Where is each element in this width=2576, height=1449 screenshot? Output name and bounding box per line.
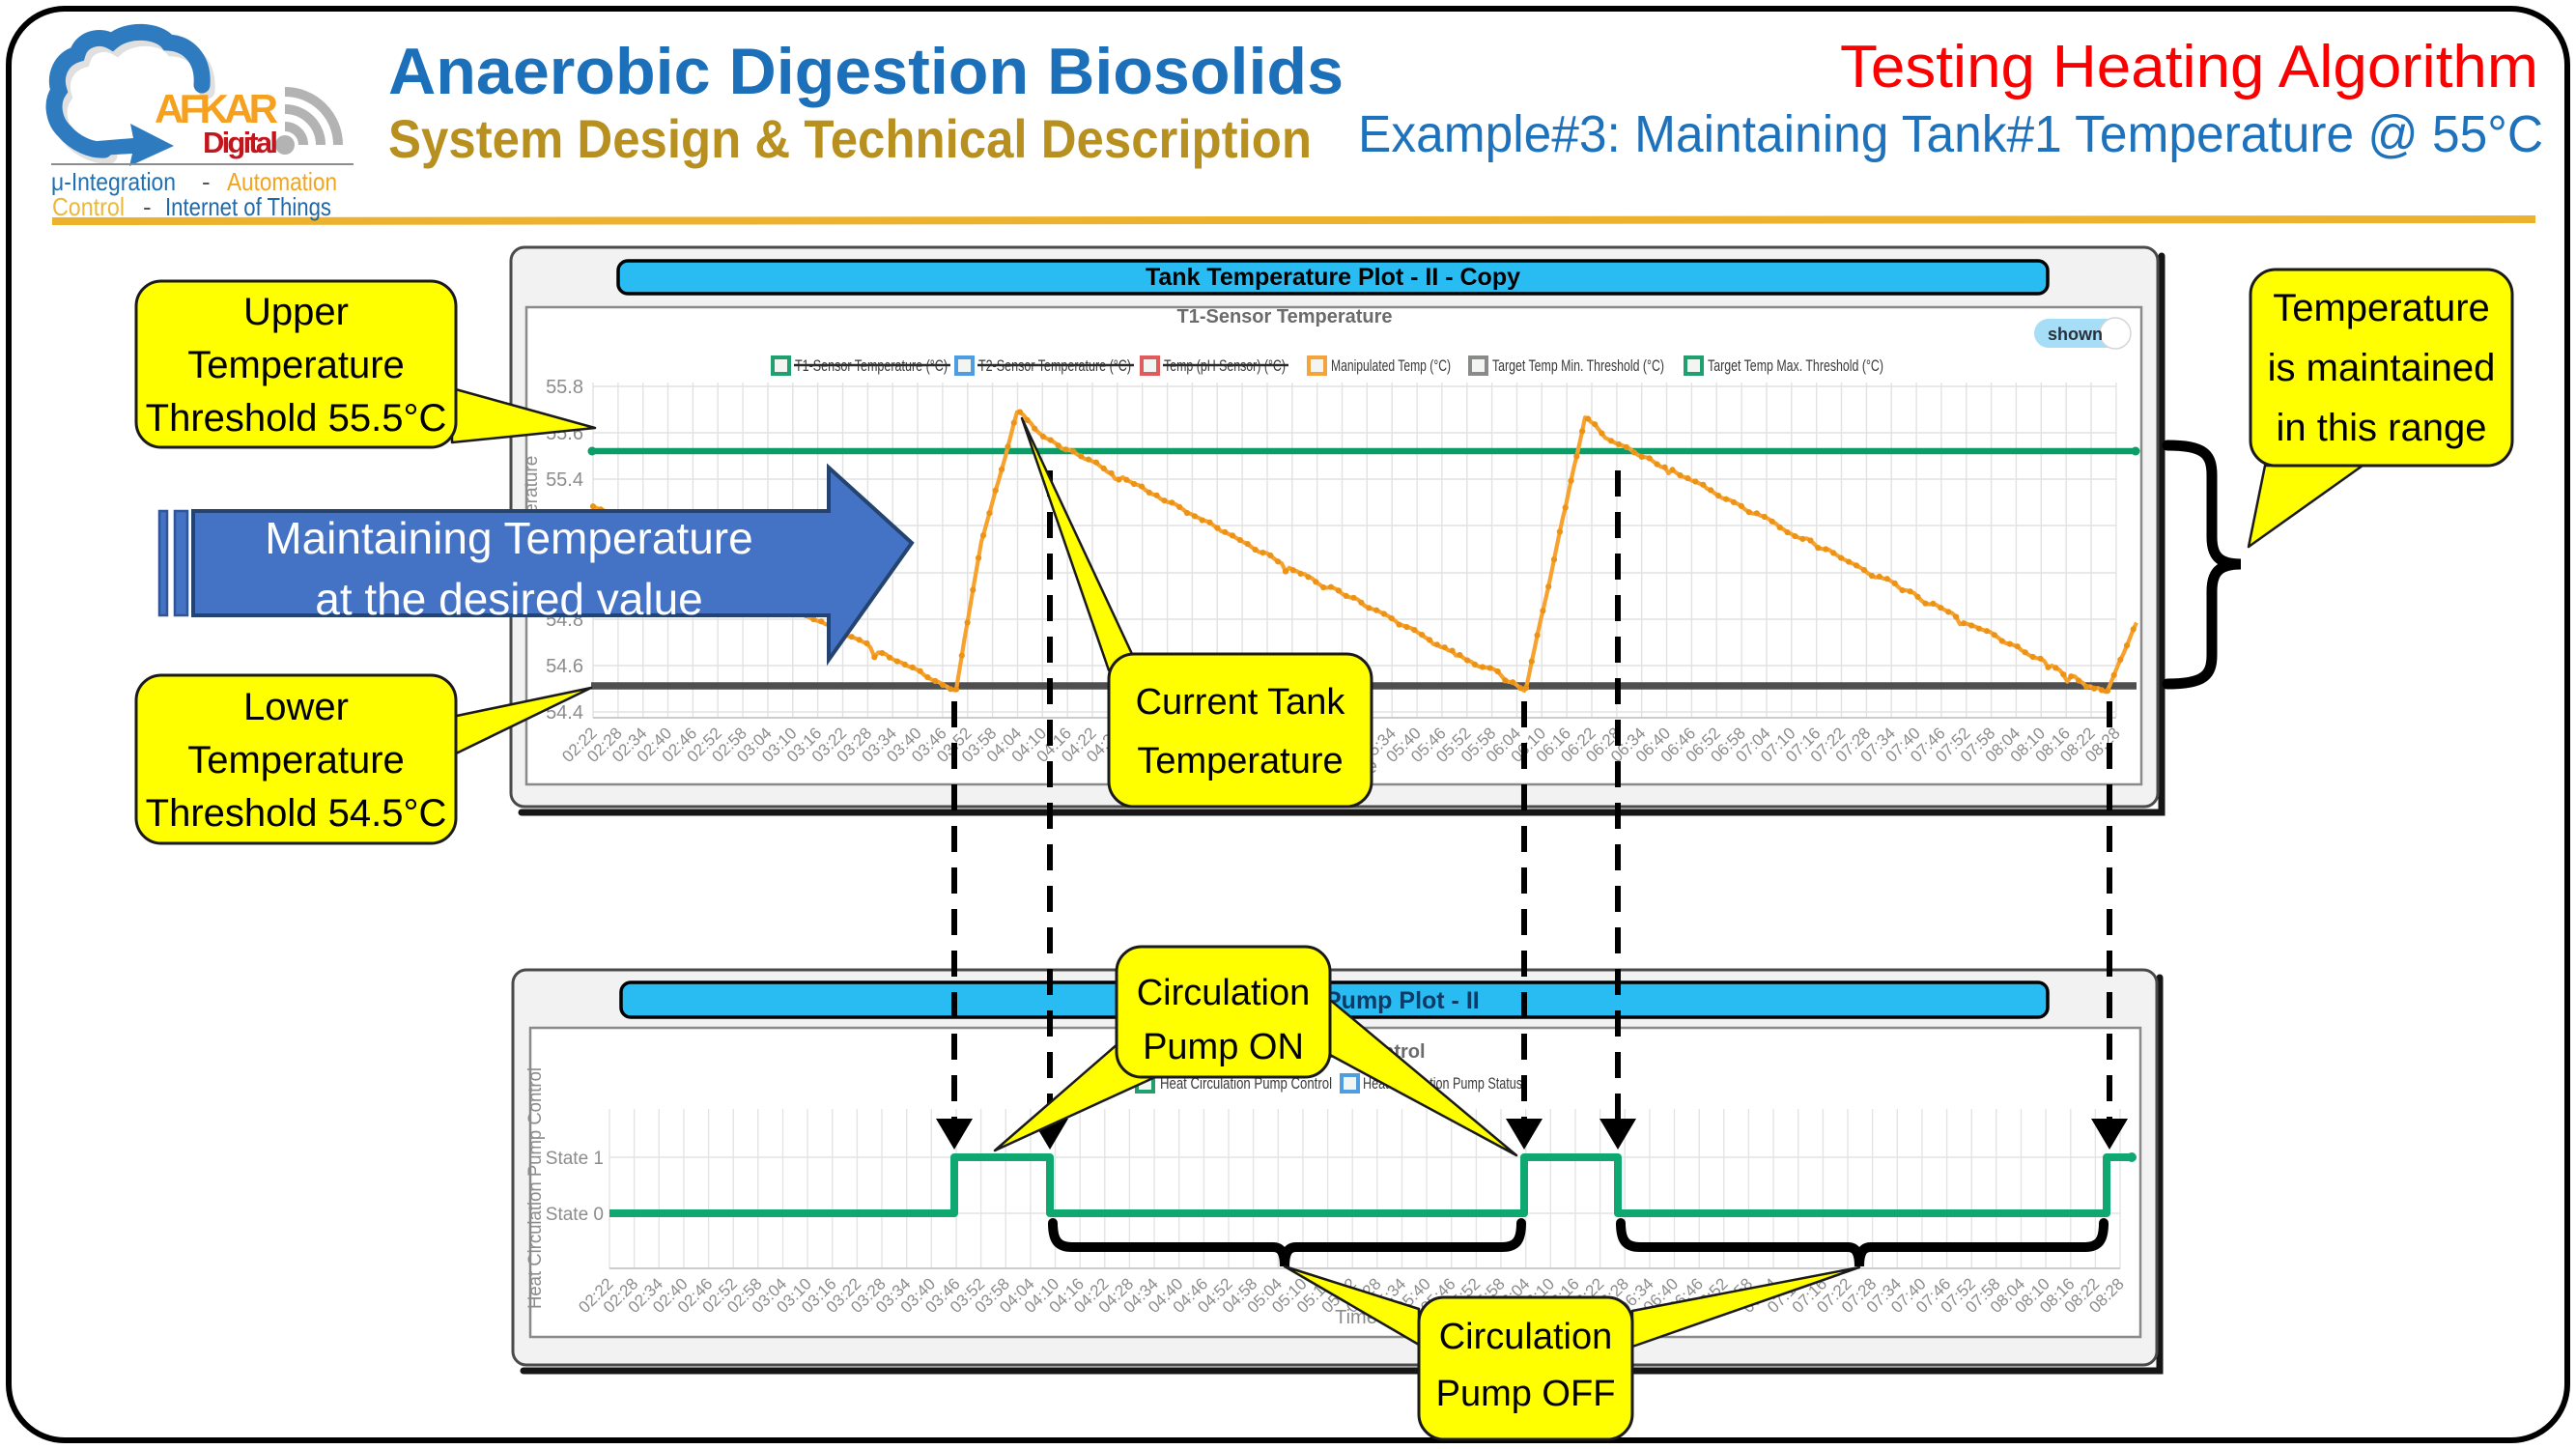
svg-text:Temperature: Temperature — [2273, 287, 2490, 329]
svg-text:Lower: Lower — [243, 686, 349, 728]
svg-text:Pump ON: Pump ON — [1143, 1027, 1304, 1067]
svg-text:Current Tank: Current Tank — [1136, 682, 1346, 723]
svg-text:Digital: Digital — [203, 126, 278, 159]
svg-text:Pump OFF: Pump OFF — [1436, 1374, 1616, 1414]
svg-text:in this range: in this range — [2277, 407, 2487, 449]
svg-text:55.8: 55.8 — [546, 377, 583, 398]
svg-text:Threshold 54.5°C: Threshold 54.5°C — [146, 792, 447, 835]
svg-text:Pump Plot - II: Pump Plot - II — [1325, 987, 1480, 1014]
svg-text:Circulation: Circulation — [1137, 973, 1311, 1013]
svg-text:State 0: State 0 — [546, 1205, 604, 1225]
svg-text:Maintaining Temperature: Maintaining Temperature — [265, 513, 752, 563]
svg-text:Temperature: Temperature — [187, 739, 405, 781]
svg-text:-: - — [202, 167, 211, 196]
svg-text:54.6: 54.6 — [546, 656, 583, 677]
svg-text:AFKAR: AFKAR — [155, 86, 278, 131]
svg-text:Temperature: Temperature — [1137, 741, 1343, 781]
svg-text:-: - — [143, 192, 152, 221]
svg-text:55.4: 55.4 — [546, 469, 583, 491]
svg-text:is maintained: is maintained — [2268, 347, 2496, 389]
svg-text:shown: shown — [2048, 325, 2103, 344]
svg-text:Anaerobic Digestion Biosolids: Anaerobic Digestion Biosolids — [388, 35, 1344, 108]
svg-text:State 1: State 1 — [546, 1149, 604, 1169]
svg-text:T1-Sensor Temperature: T1-Sensor Temperature — [1176, 306, 1392, 327]
svg-text:at the desired value: at the desired value — [315, 574, 703, 624]
svg-text:Upper: Upper — [243, 291, 349, 333]
svg-text:Manipulated Temp (°C): Manipulated Temp (°C) — [1331, 356, 1451, 375]
svg-text:Internet of Things: Internet of Things — [165, 192, 331, 221]
svg-text:Target Temp Min. Threshold (°C: Target Temp Min. Threshold (°C) — [1492, 356, 1664, 375]
svg-text:Testing Heating Algorithm: Testing Heating Algorithm — [1840, 34, 2538, 100]
svg-text:Threshold 55.5°C: Threshold 55.5°C — [146, 397, 447, 440]
svg-text:System Design & Technical Desc: System Design & Technical Description — [388, 108, 1312, 169]
svg-text:Temperature: Temperature — [187, 344, 405, 386]
svg-text:Tank Temperature Plot - II - C: Tank Temperature Plot - II - Copy — [1146, 264, 1520, 291]
svg-text:μ-Integration: μ-Integration — [51, 167, 176, 196]
svg-text:Circulation: Circulation — [1439, 1317, 1613, 1357]
svg-text:Automation: Automation — [227, 167, 337, 196]
svg-text:Heat Circulation Pump Control: Heat Circulation Pump Control — [1160, 1074, 1332, 1093]
svg-text:Target Temp Max. Threshold (°C: Target Temp Max. Threshold (°C) — [1708, 356, 1883, 375]
svg-text:Heat Circulation Pump Control: Heat Circulation Pump Control — [525, 1067, 546, 1309]
svg-text:54.4: 54.4 — [546, 702, 583, 724]
svg-text:Control: Control — [52, 192, 125, 221]
svg-text:Example#3: Maintaining Tank#1: Example#3: Maintaining Tank#1 Temperatur… — [1358, 105, 2543, 163]
